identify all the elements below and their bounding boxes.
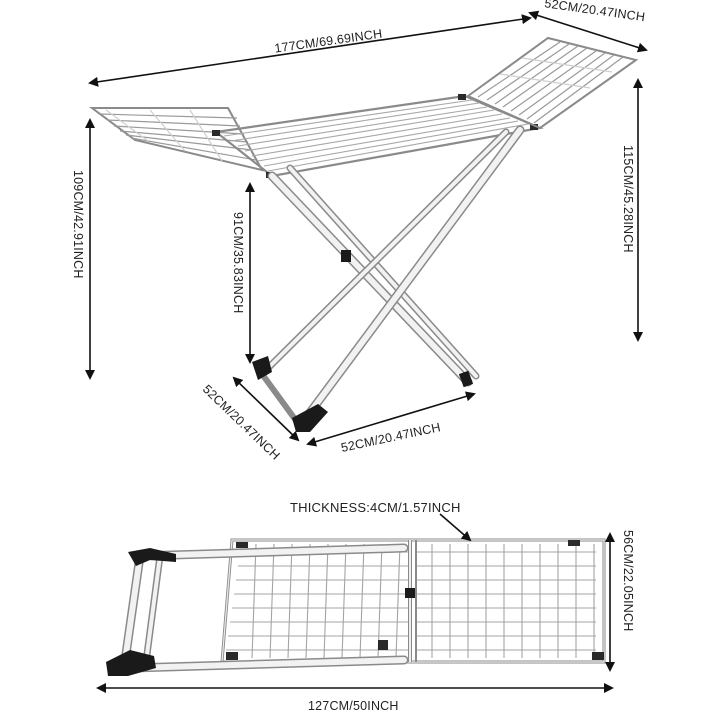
right-wing <box>466 36 639 130</box>
arrow-wing-width <box>528 10 648 53</box>
bottom-dimension-arrows <box>96 513 615 693</box>
arrow-total-length <box>88 14 532 87</box>
folded-rack-drawing <box>106 538 606 676</box>
top-dimension-labels: 177CM/69.69INCH 52CM/20.47INCH 115CM/45.… <box>71 0 646 463</box>
leg-height-label: 91CM/35.83INCH <box>231 212 245 313</box>
opened-rack-drawing <box>88 36 639 432</box>
x-legs <box>258 125 525 431</box>
wing-width-label: 52CM/20.47INCH <box>544 0 646 24</box>
bottom-dimension-labels: THICKNESS:4CM/1.57INCH 56CM/22.05INCH 12… <box>290 500 635 713</box>
top-dimension-arrows <box>85 10 648 447</box>
folded-legs <box>119 543 409 673</box>
folded-length-label: 127CM/50INCH <box>308 699 399 713</box>
folded-feet <box>106 548 176 676</box>
base-width-label: 52CM/20.47INCH <box>340 420 442 455</box>
folded-width-label: 56CM/22.05INCH <box>621 530 635 631</box>
feet <box>252 356 474 432</box>
total-length-label: 177CM/69.69INCH <box>274 27 384 56</box>
folded-grid-panel <box>220 538 606 664</box>
side-height-label: 109CM/42.91INCH <box>71 170 85 279</box>
arrow-base-width <box>306 391 476 447</box>
left-wing <box>88 107 264 172</box>
max-height-label: 115CM/45.28INCH <box>621 145 635 253</box>
thickness-leader <box>439 513 472 542</box>
arrow-base-depth <box>232 376 300 442</box>
thickness-label: THICKNESS:4CM/1.57INCH <box>290 500 461 515</box>
base-depth-label: 52CM/20.47INCH <box>200 382 283 463</box>
